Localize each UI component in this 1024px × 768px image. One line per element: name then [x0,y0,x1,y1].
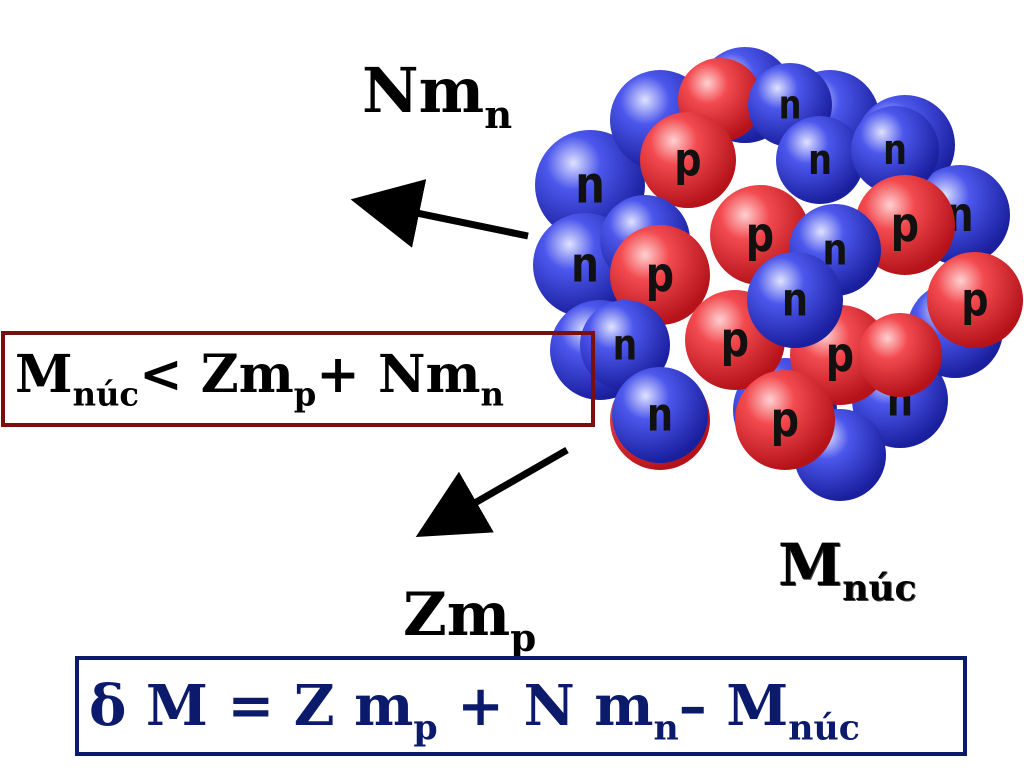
neutron-ball [776,116,864,204]
neutron-letter: n [646,387,674,441]
defect-part1: δ M = Z m [89,673,414,739]
mass-defect-formula: δ M = Z mp + N mn– Mnúc [89,678,963,745]
proton-letter: p [891,197,920,253]
proton-mass-label: Zmp [403,585,536,656]
ineq-sub-p: p [293,375,317,414]
ineq-zm: < Zm [139,344,294,405]
proton-ball [640,112,736,208]
neutron-ball [612,367,708,463]
proton-ball [735,370,835,470]
neutron-letter: n [781,272,809,326]
proton-letter: p [961,272,989,326]
proton-ball [927,252,1023,348]
ineq-sub-nuc: núc [72,375,140,414]
neutron-letter: n [612,320,638,370]
neutron-mass-subscript: n [484,93,513,139]
neutron-ball [851,106,939,194]
defect-part2: + N m [437,673,654,739]
proton-ball [610,225,710,325]
neutron-letter: n [570,237,600,294]
proton-letter: p [746,207,775,263]
ineq-m: M [15,344,73,405]
proton-mass-subscript: p [510,615,537,660]
proton-arrow [415,446,569,537]
proton-ball [858,313,942,397]
proton-letter: p [771,392,800,448]
mass-defect-box: δ M = Z mp + N mn– Mnúc [75,656,967,756]
mass-inequality: Mnúc< Zmp+ Nmn [15,349,591,411]
proton-letter: p [721,312,750,368]
mass-inequality-box: Mnúc< Zmp+ Nmn [1,331,595,427]
atomic-nucleus: nnnnnnnnnnpppnppppnnpn [533,47,1023,501]
neutron-letter: n [882,125,907,174]
ineq-nm: + Nm [316,344,481,405]
neutron-ball [580,300,670,390]
defect-part3: – M [678,673,789,739]
nucleus-mass-subscript: núc [842,567,917,610]
neutron-letter: n [807,135,832,184]
proton-letter: p [674,132,702,186]
defect-sub-p: p [413,707,438,749]
defect-sub-n: n [653,707,679,749]
proton-mass-text: Zm [403,580,511,650]
neutron-arrow [350,179,529,248]
proton-letter: p [646,247,675,303]
neutron-mass-text: Nm [362,54,485,127]
proton-letter: p [826,327,855,383]
neutron-mass-label: Nmn [362,60,512,135]
neutron-letter: n [778,82,802,128]
neutron-letter: n [574,156,605,216]
nucleus-mass-text: M [778,531,843,599]
ineq-sub-n: n [480,375,504,414]
neutron-ball [747,252,843,348]
nucleus-mass-label: Mnúc [778,536,916,606]
defect-sub-nuc: núc [788,707,860,749]
